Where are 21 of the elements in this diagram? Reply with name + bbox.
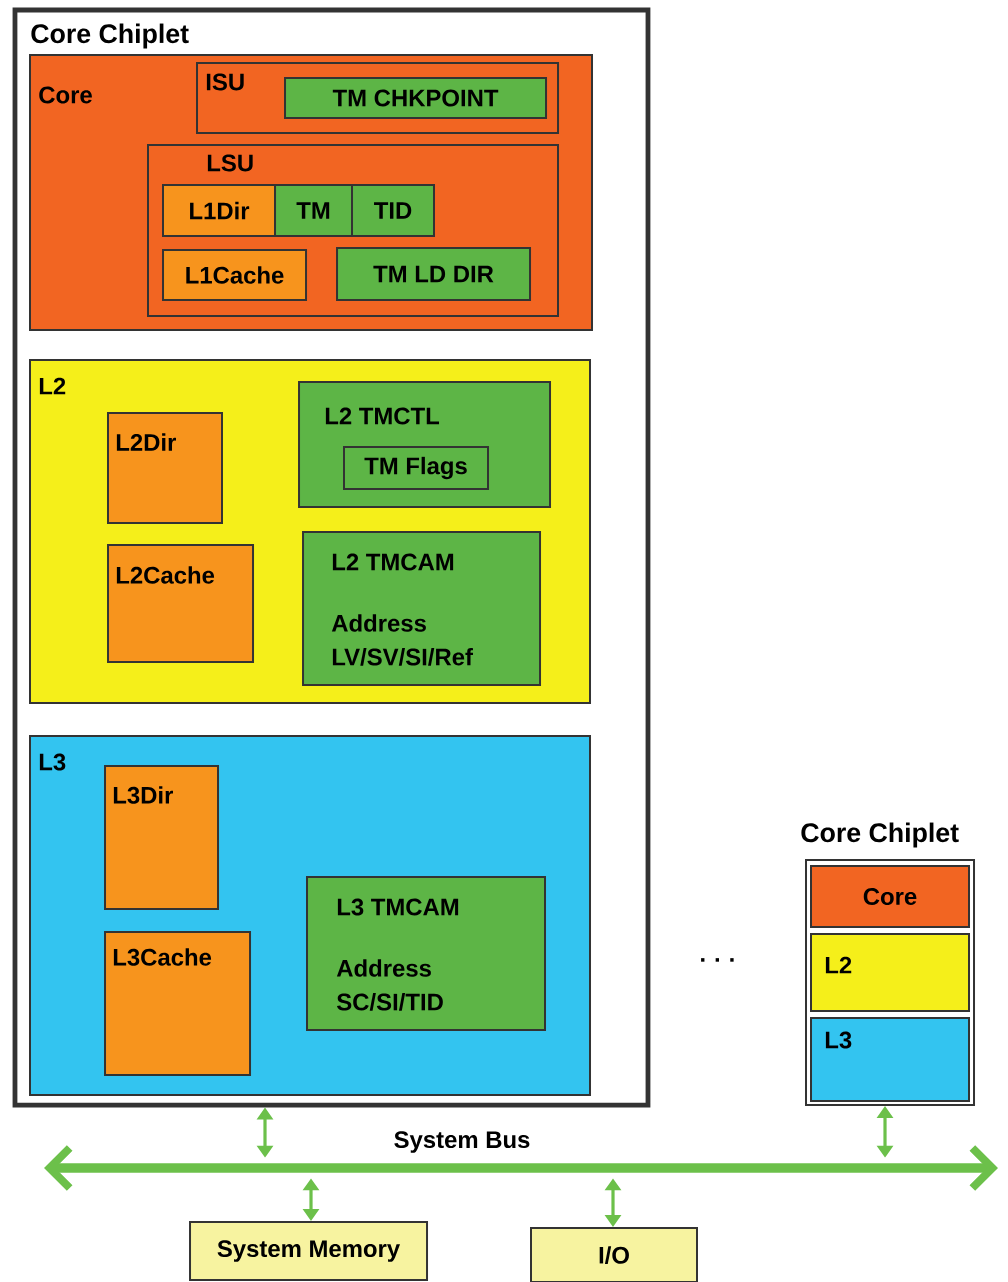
tm-box: L2 TMCAM Address LV/SV/SI/Ref xyxy=(302,531,542,687)
directory-box: L1Dir xyxy=(162,184,276,237)
system-bus: System Bus xyxy=(44,1131,998,1191)
l2-box: L2 xyxy=(810,933,970,1012)
directory-box: L2Dir xyxy=(107,412,223,524)
tm-box: TM CHKPOINT xyxy=(284,77,548,119)
ellipsis: · · · xyxy=(701,958,734,962)
core-box: Core xyxy=(810,865,970,929)
io-box: I/O xyxy=(530,1227,698,1282)
memory-box: System Memory xyxy=(189,1221,429,1281)
tm-box: TM Flags xyxy=(343,446,489,490)
cache-box: L2Cache xyxy=(107,544,254,663)
tm-box: TM xyxy=(274,184,353,237)
cache-box: L1Cache xyxy=(162,249,307,301)
l3-box: L3 xyxy=(810,1017,970,1103)
node-label: Core Chiplet xyxy=(801,822,959,848)
tm-box: TID xyxy=(351,184,435,237)
cache-box: L3Cache xyxy=(104,931,252,1077)
directory-box: L3Dir xyxy=(104,765,219,911)
tm-box: L3 TMCAM Address SC/SI/TID xyxy=(306,876,546,1032)
tm-box: TM LD DIR xyxy=(336,247,532,301)
